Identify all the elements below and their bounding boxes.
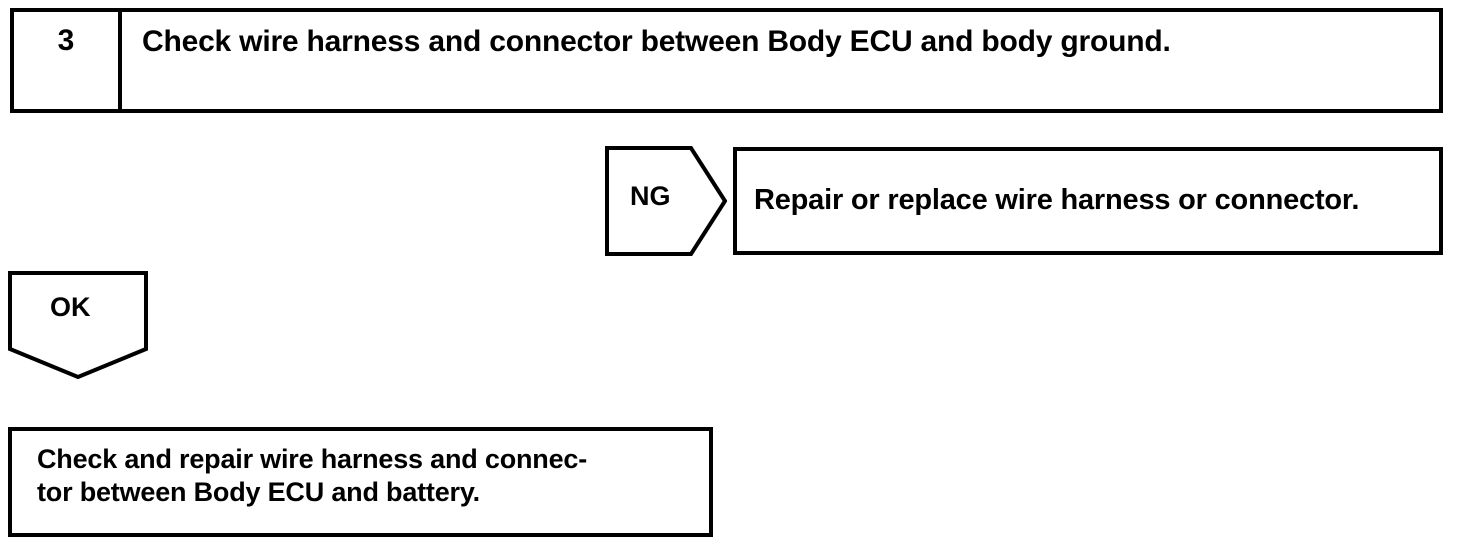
ok-branch-label: OK: [50, 292, 91, 322]
step-instruction-text: Check wire harness and connector between…: [142, 25, 1171, 58]
step-row: 3 Check wire harness and connector betwe…: [10, 8, 1443, 113]
ok-result-box: Check and repair wire harness and connec…: [8, 427, 713, 537]
ng-branch-arrow-icon: [605, 146, 727, 256]
ng-result-box: Repair or replace wire harness or connec…: [733, 147, 1443, 255]
step-number: 3: [57, 24, 75, 57]
ng-branch-label: NG: [630, 181, 671, 211]
step-number-cell: 3: [14, 12, 122, 109]
ng-result-text: Repair or replace wire harness or connec…: [754, 184, 1360, 216]
step-instruction-cell: Check wire harness and connector between…: [122, 12, 1439, 109]
ok-branch-arrow-icon: [8, 271, 148, 379]
ok-result-text: Check and repair wire harness and connec…: [37, 444, 587, 507]
